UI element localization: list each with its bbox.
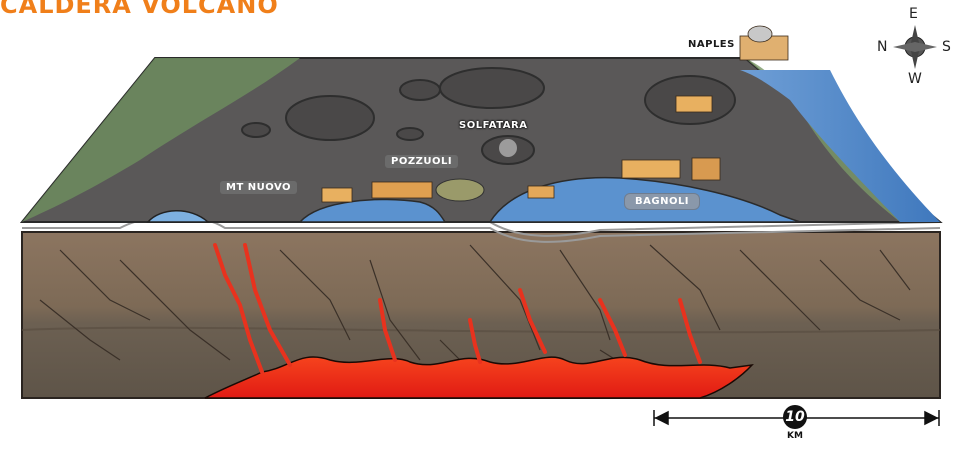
compass-letter-left: N: [877, 39, 887, 55]
solfatara-fumarole: [499, 139, 517, 157]
label-bagnoli: BAGNOLI: [624, 193, 700, 210]
scale-unit: KM: [783, 431, 807, 441]
label-pozzuoli: POZZUOLI: [385, 155, 458, 168]
label-mt-nuovo: MT NUOVO: [220, 181, 297, 194]
amphitheatre: [436, 179, 484, 201]
compass-letter-right: S: [942, 39, 951, 55]
compass-rose: [893, 25, 937, 69]
scale-value: 10: [783, 405, 807, 429]
label-naples: NAPLES: [688, 39, 735, 50]
compass-letter-top: E: [909, 6, 918, 22]
label-solfatara: SOLFATARA: [459, 120, 527, 131]
compass-letter-bottom: W: [908, 71, 922, 87]
